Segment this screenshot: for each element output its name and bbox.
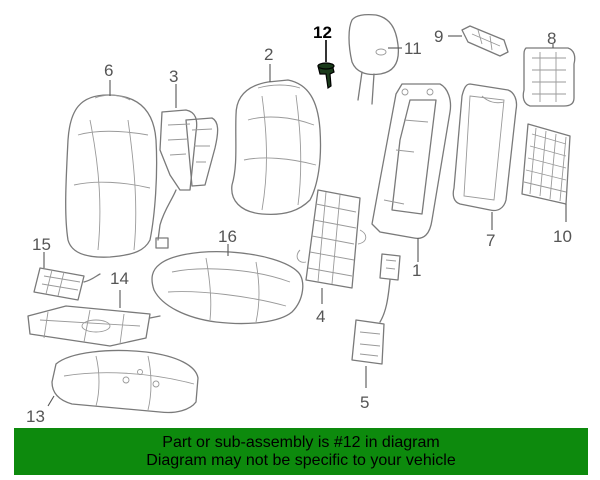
callout-15: 15 <box>32 235 51 254</box>
part-8-lumbar-plate[interactable] <box>522 47 576 107</box>
part-4-spring-mat[interactable] <box>296 189 367 289</box>
banner-line-disclaimer: Diagram may not be specific to your vehi… <box>146 451 456 469</box>
part-14-seat-pan[interactable] <box>27 305 161 347</box>
callout-4: 4 <box>316 307 325 326</box>
callout-7: 7 <box>486 231 495 250</box>
part-7-back-panel[interactable] <box>452 83 518 212</box>
callout-12: 12 <box>313 23 332 42</box>
callout-6: 6 <box>104 61 113 80</box>
part-9-bracket[interactable] <box>461 25 509 57</box>
callout-16: 16 <box>218 227 237 246</box>
seat-exploded-diagram: 6 3 2 12 11 <box>26 14 576 426</box>
part-13-cushion-base[interactable] <box>51 349 199 414</box>
callout-14: 14 <box>110 269 129 288</box>
callout-5: 5 <box>360 393 369 412</box>
part-1-backrest-frame[interactable] <box>371 83 452 240</box>
callout-10: 10 <box>553 227 572 246</box>
part-6-backrest-cover[interactable] <box>65 94 158 258</box>
part-16-seat-cushion[interactable] <box>151 250 304 325</box>
callout-9: 9 <box>434 27 443 46</box>
callout-3: 3 <box>169 67 178 86</box>
banner-line-part-number: Part or sub-assembly is #12 in diagram <box>162 433 440 451</box>
part-11-headrest[interactable] <box>348 14 400 105</box>
callout-13: 13 <box>26 407 45 426</box>
part-2-backrest-cushion[interactable] <box>231 79 322 216</box>
part-info-banner: Part or sub-assembly is #12 in diagram D… <box>14 428 588 475</box>
callout-2: 2 <box>264 45 273 64</box>
callout-11: 11 <box>404 39 422 58</box>
part-10-map-net[interactable] <box>521 123 571 205</box>
part-15-cushion-heater[interactable] <box>33 267 101 301</box>
part-3-heater-pad[interactable] <box>155 109 219 249</box>
part-12-headrest-guide[interactable] <box>317 62 335 90</box>
part-5-sensor-bracket[interactable] <box>351 253 401 365</box>
leader-13 <box>47 395 55 407</box>
callout-8: 8 <box>547 29 556 48</box>
callout-1: 1 <box>412 261 421 280</box>
